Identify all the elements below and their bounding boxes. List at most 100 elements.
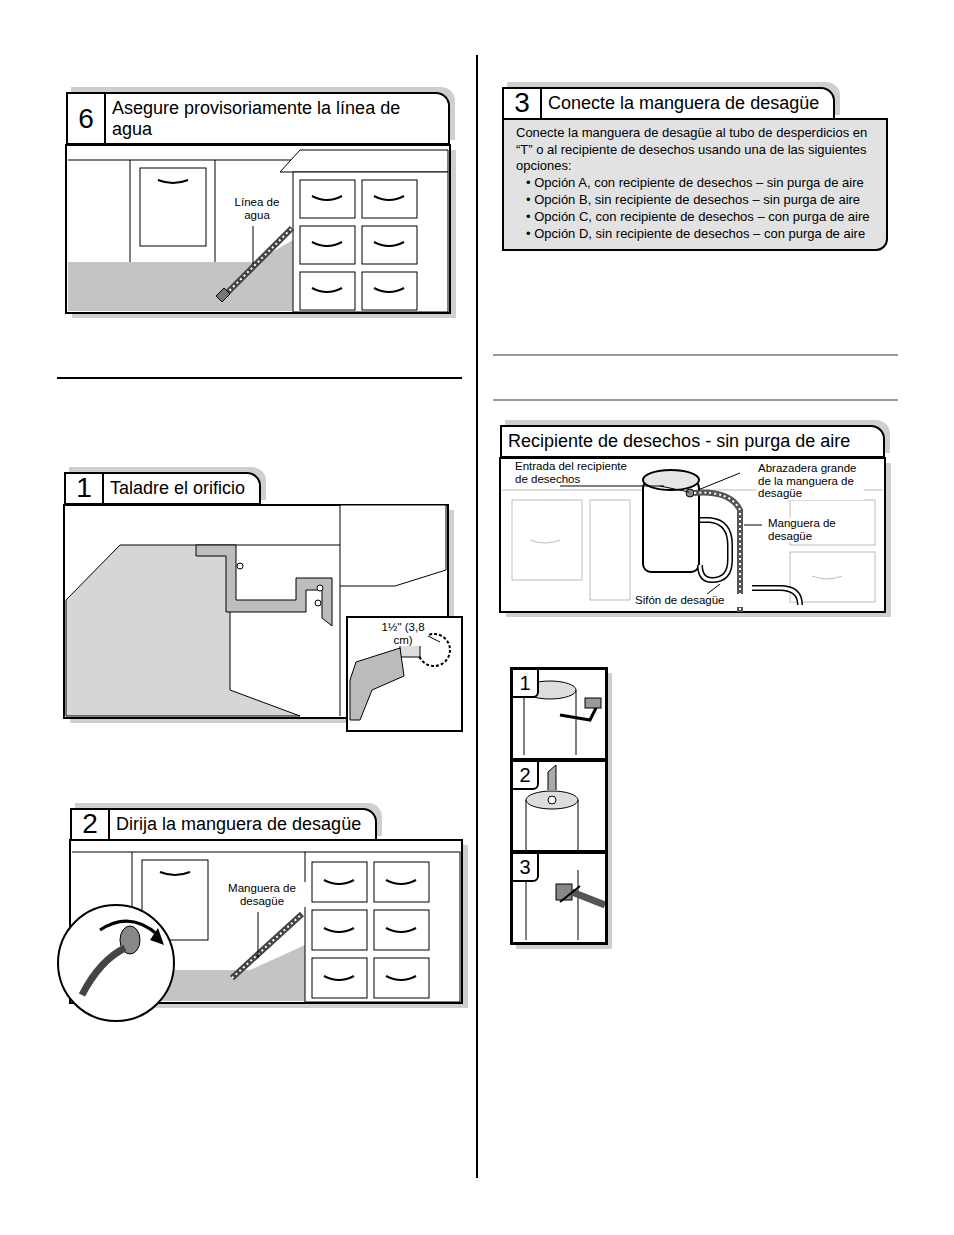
line-art bbox=[100, 921, 158, 935]
line-art bbox=[130, 160, 131, 262]
line-art bbox=[476, 55, 478, 1178]
line-art bbox=[300, 180, 417, 310]
line-art bbox=[232, 914, 302, 978]
line-art bbox=[790, 552, 875, 602]
line-art bbox=[82, 948, 125, 995]
panel-heading: 2Dirija la manguera de desagüe bbox=[70, 808, 377, 841]
body-text: Conecte la manguera de desagüe al tubo d… bbox=[516, 125, 876, 176]
step-number: 2 bbox=[72, 810, 110, 839]
panel-title: Recipiente de desechos - sin purga de ai… bbox=[502, 427, 864, 456]
line-art bbox=[526, 791, 578, 809]
line-art bbox=[258, 912, 259, 958]
line-art bbox=[374, 910, 429, 950]
panel-title: Conecte la manguera de desagüe bbox=[542, 89, 833, 118]
panel-title: Asegure provisoriamente la línea de agua bbox=[106, 94, 448, 143]
line-art bbox=[315, 600, 321, 606]
line-art bbox=[237, 563, 243, 569]
line-art bbox=[585, 698, 601, 708]
line-art bbox=[511, 668, 607, 944]
line-art bbox=[493, 354, 898, 356]
line-art bbox=[216, 288, 230, 302]
line-art bbox=[324, 880, 416, 980]
instruction-panel: 1Taladre el orificio bbox=[64, 472, 448, 718]
part-label: Abrazadera grande de la manguera de desa… bbox=[756, 462, 864, 500]
line-art bbox=[230, 545, 340, 546]
panel-2-art bbox=[58, 840, 468, 1021]
dividers bbox=[57, 55, 898, 1178]
line-art bbox=[312, 910, 367, 950]
line-art bbox=[752, 588, 800, 605]
step-number: 6 bbox=[68, 94, 106, 143]
line-art bbox=[548, 796, 556, 804]
panel-title: Taladre el orificio bbox=[104, 474, 259, 503]
line-art bbox=[560, 486, 664, 487]
step-number: 1 bbox=[511, 668, 539, 698]
line-art bbox=[340, 505, 446, 586]
line-art bbox=[643, 470, 699, 490]
line-art bbox=[226, 228, 292, 294]
line-art bbox=[572, 892, 605, 905]
line-art bbox=[530, 540, 560, 543]
line-art bbox=[548, 765, 556, 790]
line-art bbox=[226, 228, 292, 294]
line-art bbox=[215, 160, 216, 262]
option-item: • Opción A, con recipiente de desechos –… bbox=[516, 175, 876, 192]
instruction-panel: 3Conecte la manguera de desagüeConecte l… bbox=[502, 87, 888, 251]
line-art bbox=[660, 486, 689, 492]
line-art bbox=[58, 905, 174, 1021]
step-box: 3 bbox=[511, 852, 607, 944]
part-label: Manguera de desagüe bbox=[215, 882, 309, 907]
line-art bbox=[700, 520, 730, 580]
line-art bbox=[340, 586, 341, 716]
line-art bbox=[560, 886, 580, 902]
line-art bbox=[312, 862, 429, 998]
panel-heading: 3Conecte la manguera de desagüe bbox=[502, 87, 835, 120]
line-art bbox=[700, 520, 730, 580]
panel-heading: Recipiente de desechos - sin purga de ai… bbox=[500, 425, 885, 458]
panel-title: Dirija la manguera de desagüe bbox=[110, 810, 375, 839]
step-box: 2 bbox=[511, 760, 607, 852]
line-art bbox=[493, 399, 898, 401]
panel-1-art bbox=[64, 505, 462, 731]
panel-4-art bbox=[500, 458, 891, 617]
option-item: • Opción C, con recipiente de desechos –… bbox=[516, 209, 876, 226]
line-art bbox=[68, 160, 293, 161]
line-art bbox=[512, 500, 582, 580]
line-art bbox=[347, 617, 462, 731]
line-art bbox=[232, 914, 302, 978]
line-art bbox=[66, 145, 450, 313]
line-art bbox=[500, 458, 885, 612]
option-item: • Opción D, sin recipiente de desechos –… bbox=[516, 226, 876, 243]
line-art bbox=[72, 852, 305, 853]
line-art bbox=[350, 648, 404, 720]
line-art bbox=[744, 525, 762, 526]
line-art bbox=[57, 377, 462, 379]
line-art bbox=[253, 226, 254, 264]
line-art bbox=[160, 872, 190, 875]
step-number: 3 bbox=[511, 852, 539, 882]
line-art bbox=[305, 852, 460, 1002]
line-art bbox=[158, 180, 188, 183]
line-art bbox=[524, 690, 576, 755]
panel-body: Conecte la manguera de desagüe al tubo d… bbox=[502, 118, 888, 251]
part-label: Sifón de desagüe bbox=[633, 594, 745, 607]
line-art bbox=[317, 585, 323, 591]
line-art bbox=[196, 545, 332, 626]
panel-heading: 1Taladre el orificio bbox=[64, 472, 261, 505]
part-label: Manguera de desagüe bbox=[766, 517, 854, 542]
step-box: 1 bbox=[511, 668, 607, 760]
line-art bbox=[280, 150, 448, 172]
part-label: 1½" (3,8 cm) bbox=[378, 621, 428, 646]
line-art bbox=[140, 168, 206, 246]
line-art bbox=[686, 489, 694, 497]
line-art bbox=[428, 636, 440, 642]
panel-6-art bbox=[66, 145, 456, 318]
line-art bbox=[752, 588, 800, 605]
line-art bbox=[293, 172, 448, 312]
option-item: • Opción B, sin recipiente de desechos –… bbox=[516, 192, 876, 209]
line-art bbox=[68, 240, 293, 311]
step-number: 1 bbox=[66, 474, 104, 503]
line-art bbox=[698, 473, 740, 490]
line-art bbox=[590, 500, 630, 600]
